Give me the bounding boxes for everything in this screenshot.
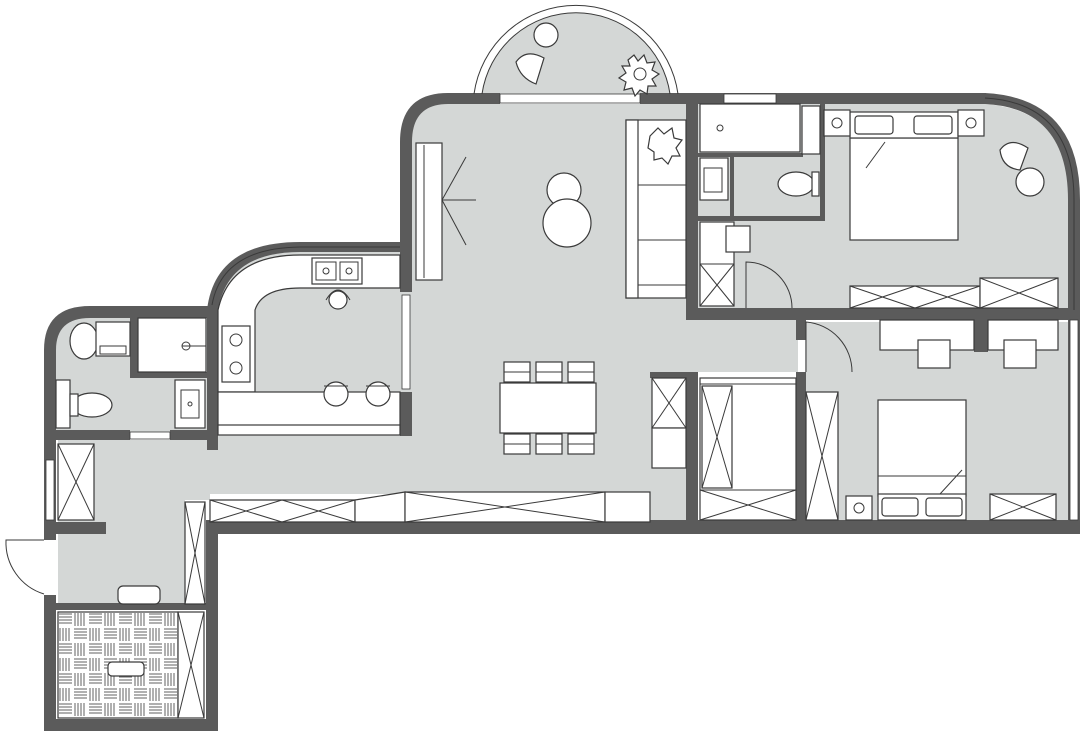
wall-ensuite-inner [730,155,734,217]
master-bedroom [699,103,1059,309]
wardrobe-icon-living [209,491,651,523]
wall-living-top [400,93,500,142]
wall-living-left [400,142,412,292]
kitchen-counter [217,254,401,393]
window-kitchen-side [401,294,411,390]
window-bath-bottom [129,431,171,440]
sink-icon-kitchen [311,257,363,285]
door-swing-icon-entry [5,539,45,595]
ensuite-cabinet [801,105,821,155]
bed-icon-second [877,399,967,521]
wardrobe-icon-second [805,391,1057,521]
wall-entry-stub [56,522,106,534]
balcony-rail-outer [473,4,679,95]
wall-bedroom2-left-low [796,372,806,522]
bath-vanity [55,379,71,429]
nightstand-icon-second [845,495,873,521]
window-entry [45,459,55,521]
wall-bedroom2-left [796,320,806,340]
wall-bedroom-divider [686,308,1080,320]
sink-icon-bath [174,379,206,429]
wall-living-left-low [400,392,412,436]
wall-bath-bottom [56,430,130,440]
nightstand-icon [823,109,985,137]
wall-ensuite-bottom [698,216,825,221]
wall-bath-inner-h [130,372,210,378]
wall-kitchen-left [207,310,218,450]
wall-central-stub [650,372,698,378]
wall-entry-left-upper [44,530,56,540]
sink-icon-ensuite [699,157,729,201]
windows [45,93,1079,521]
door-swing-icon-second [805,321,853,373]
floor-living [58,104,798,605]
entry [5,443,206,719]
window-kitchen-curve [211,246,400,306]
wall-ensuite-inner-h [698,153,803,157]
wall-bath-bottom-2 [170,430,218,440]
washer-icon [69,321,131,360]
balcony-rail-inner [481,12,671,95]
living-furniture [209,119,687,523]
bathroom-left [55,317,207,429]
wall-central-v [686,93,698,318]
wardrobe-icon-ensuite [699,221,751,307]
coffee-table-icon-2 [542,198,592,248]
wall-bath-top [44,306,218,350]
wall-bottom-left [44,719,218,731]
wall-bedroom2-stub [974,320,988,352]
wall-central-v-low [686,372,698,524]
wall-bottom-main [206,520,1080,534]
window-master-top [723,93,777,104]
bar-stool-icon [323,381,391,407]
second-bedroom [805,319,1059,521]
balcony-table-icon [533,22,559,48]
window-bed2-right [1069,319,1079,521]
shower-area [137,317,207,373]
wall-entry-right [206,520,218,731]
toilet-icon [69,392,113,418]
toilet-icon-ensuite [777,171,820,197]
balcony-chair-icon [515,53,545,85]
wall-kitchen-top [207,242,400,310]
wall-entry-left-lower [44,595,56,731]
window-master-curve [984,97,1075,310]
corridor-wardrobes [651,377,797,521]
wall-living-top-right [640,93,698,104]
entry-bench [117,585,161,605]
wall-bath-inner [130,318,138,376]
plant-icon [617,53,661,98]
wall-master-top [698,93,986,104]
wall-ensuite-right [820,104,825,219]
wardrobe-icon-master [849,277,1059,309]
wardrobe-corridor-2 [651,427,687,469]
balcony [473,4,679,98]
door-swing-icon-master [745,261,793,309]
stove-icon [221,325,251,383]
wall-master-corner [985,93,1080,320]
tile-floor [57,611,179,719]
window-balcony [499,93,641,104]
plant-icon-living [647,126,684,166]
dining-table-icon [499,361,597,455]
shower-icon-ensuite [716,124,724,132]
wall-laundry-top [56,603,206,610]
shower-area-ensuite [699,103,801,153]
kitchen-cabinet-low [217,424,401,436]
tv-cabinet [415,142,443,281]
kitchen [217,254,401,436]
bed-icon-master [849,111,959,241]
desk-icon [879,319,1059,369]
person-icon [325,289,351,310]
chair-icon-master [999,141,1045,197]
